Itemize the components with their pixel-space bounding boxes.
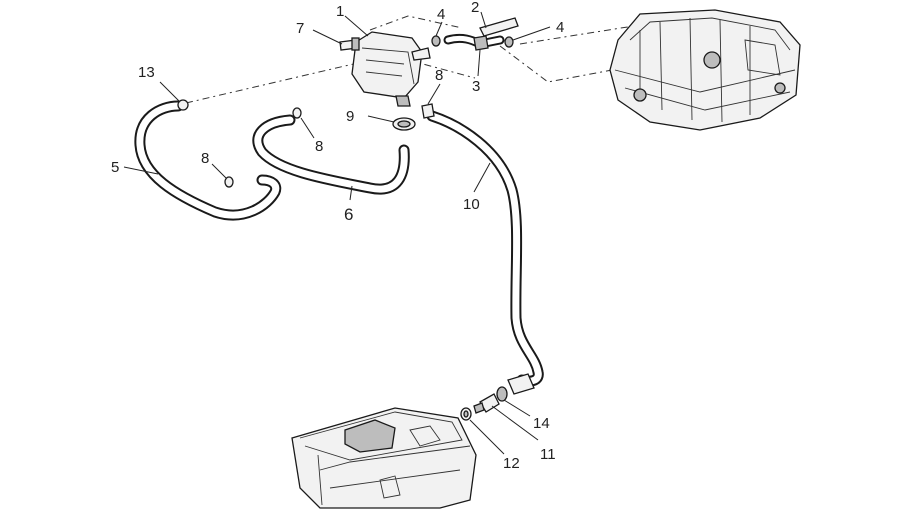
clip-13 — [177, 99, 189, 111]
callout-8-right: 8 — [435, 67, 443, 84]
drain-fittings — [460, 373, 535, 421]
callout-2: 2 — [471, 0, 479, 16]
callout-5: 5 — [111, 159, 119, 176]
clip-8-left — [224, 176, 234, 188]
bolt-7-part — [339, 37, 360, 51]
callout-13: 13 — [138, 64, 155, 81]
washer-14 — [496, 386, 508, 402]
callout-1: 1 — [336, 3, 344, 20]
hose-10 — [426, 110, 544, 387]
callout-9: 9 — [346, 108, 354, 125]
callout-labels: 1 2 3 4 4 5 6 7 8 8 8 9 10 11 12 13 14 — [111, 0, 564, 472]
callout-10: 10 — [463, 196, 480, 213]
hose-5 — [134, 100, 282, 221]
callout-3: 3 — [472, 78, 480, 95]
breather-box-part — [351, 31, 431, 107]
callout-4-left: 4 — [437, 6, 445, 23]
clip-8-middle — [292, 107, 302, 119]
callout-14: 14 — [533, 415, 550, 432]
o-ring-4-right — [504, 36, 514, 48]
cylinder-head-part — [609, 9, 801, 131]
fitting-end — [507, 373, 535, 395]
oil-sump-part — [291, 407, 477, 509]
leader-lines — [123, 11, 551, 455]
callout-6: 6 — [344, 205, 353, 224]
callout-11: 11 — [540, 446, 556, 463]
o-ring-4-left — [431, 35, 441, 47]
pipe-2-part — [443, 17, 519, 51]
callout-8-left: 8 — [201, 150, 209, 167]
callout-12: 12 — [503, 455, 520, 472]
callout-7: 7 — [296, 20, 304, 37]
clip-8-right — [421, 103, 435, 119]
callout-8-middle: 8 — [315, 138, 323, 155]
hose-6 — [252, 114, 410, 195]
callout-4-right: 4 — [556, 19, 564, 36]
